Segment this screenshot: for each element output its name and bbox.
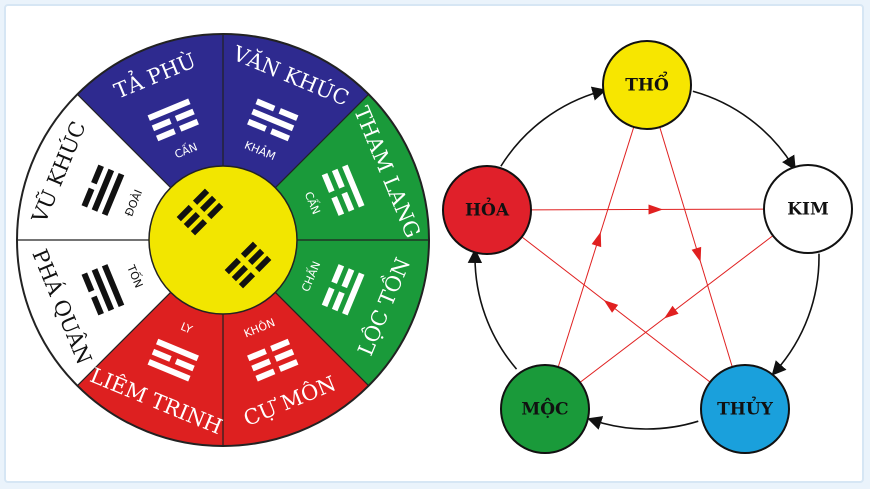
generating-arrow (500, 86, 607, 167)
wheel-outer-border (16, 33, 430, 447)
element-kim-label: KIM (787, 200, 829, 220)
trigram-icon (247, 98, 299, 142)
element-hoa-label: HỎA (465, 198, 510, 221)
trigram-icon (147, 98, 199, 142)
element-thuy-circle (700, 364, 790, 454)
element-kim-circle (763, 164, 853, 254)
controlling-arrowhead (691, 246, 702, 263)
controlling-line (557, 126, 635, 368)
generating-arrow (467, 248, 518, 370)
trigram-icon (247, 338, 299, 382)
element-thuy-label: THỦY (717, 397, 774, 420)
trigram-icon (147, 338, 199, 382)
element-moc-circle (500, 364, 590, 454)
controlling-arrowhead (603, 300, 619, 313)
generating-arrow (771, 253, 820, 376)
wheel-center-circle (148, 165, 298, 315)
generating-arrow (587, 416, 699, 430)
trigram-icon (81, 164, 125, 216)
trigram-icon (321, 264, 365, 316)
controlling-arrowhead (664, 305, 679, 319)
element-moc-label: MỘC (521, 399, 568, 420)
sector-trigram-label: LY (179, 320, 195, 336)
controlling-arrowhead (591, 231, 602, 248)
trigram-icon (81, 264, 125, 316)
controlling-line (521, 236, 711, 383)
controlling-arrowhead (648, 204, 663, 215)
controlling-line (579, 235, 774, 383)
element-hoa-circle (442, 165, 532, 255)
center-trigrams (176, 188, 272, 289)
generating-arrow (692, 90, 796, 171)
element-tho-circle (602, 40, 692, 130)
element-tho-label: THỔ (625, 71, 669, 96)
controlling-line (659, 126, 733, 368)
trigram-icon (321, 164, 365, 216)
controlling-line (530, 208, 765, 211)
